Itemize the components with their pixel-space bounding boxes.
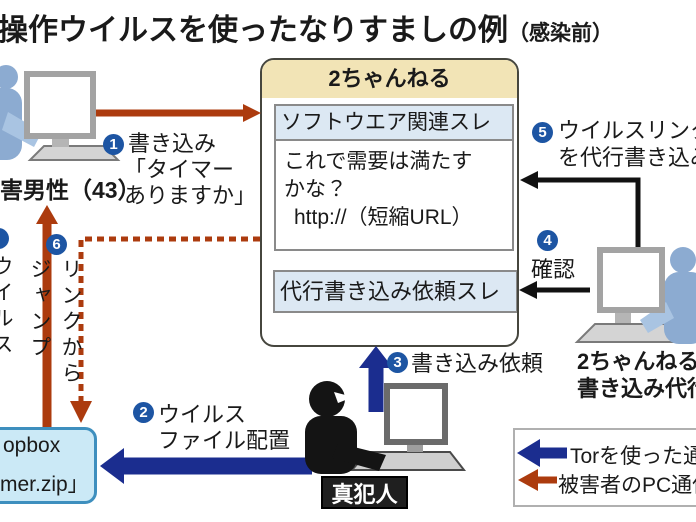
step1-number: 1 bbox=[103, 134, 124, 155]
proxy-label-line1: 2ちゃんねるの bbox=[577, 349, 696, 374]
victim-label: 害男性（43） bbox=[0, 177, 141, 203]
post-shortened-url: http://（短縮URL） bbox=[294, 206, 473, 229]
culprit-figure bbox=[305, 381, 467, 474]
step6-number: 6 bbox=[46, 234, 67, 255]
step3-number: 3 bbox=[387, 352, 408, 373]
culprit-monitor-icon bbox=[384, 383, 448, 445]
victim-monitor-icon bbox=[24, 71, 96, 139]
step3-label: 書き込み依頼 bbox=[411, 351, 544, 376]
culprit-computer-base bbox=[349, 451, 467, 471]
proxy-computer-base bbox=[574, 323, 680, 343]
left-edge-vertical-label: ウイルス bbox=[0, 255, 13, 359]
victim-person-arm bbox=[2, 112, 42, 147]
arrow-step4-confirm bbox=[519, 281, 590, 299]
board-2channel: 2ちゃんねる ソフトウエア関連スレ これで需要は満たす かな？ http://（… bbox=[260, 58, 519, 347]
proxy-monitor-stand bbox=[615, 310, 631, 323]
arrow-step1-post bbox=[95, 104, 261, 122]
step2-number: 2 bbox=[133, 402, 154, 423]
legend-victim-pc-label: 被害者のPC通信 bbox=[558, 474, 696, 497]
proxy-label-line2: 書き込み代行 bbox=[577, 376, 696, 401]
post-line: かな？ bbox=[284, 178, 347, 201]
step1-line1: 書き込み bbox=[128, 131, 217, 156]
title-suffix: （感染前） bbox=[508, 22, 613, 45]
proxy-person-head bbox=[670, 247, 696, 273]
step4-number: 4 bbox=[537, 230, 558, 251]
proxy-monitor-icon bbox=[597, 247, 665, 313]
thread-software-header: ソフトウエア関連スレ bbox=[276, 106, 512, 141]
step6-vertical-label: リンクから ジャンプ bbox=[28, 258, 82, 388]
storage-line1: opbox bbox=[3, 434, 61, 457]
proxy-person-body bbox=[664, 272, 696, 344]
proxy-figure bbox=[574, 247, 696, 344]
proxy-person-arm bbox=[640, 302, 674, 333]
title-main: 操作ウイルスを使ったなりすましの例 bbox=[0, 14, 508, 47]
step2-line1: ウイルス bbox=[158, 402, 247, 427]
storage-file-box bbox=[0, 427, 97, 504]
culprit-eye bbox=[334, 392, 353, 403]
page-title: 操作ウイルスを使ったなりすましの例（感染前） bbox=[0, 5, 613, 49]
step4-label: 確認 bbox=[531, 257, 576, 282]
step2-line2: ファイル配置 bbox=[158, 428, 291, 453]
step1-line2: 「タイマー bbox=[124, 157, 235, 182]
step1-line3: ありますか」 bbox=[124, 183, 257, 208]
arrow-step6-jump-dashed bbox=[70, 236, 260, 423]
step5-line2: を代行書き込み bbox=[558, 145, 696, 170]
culprit-person-head bbox=[309, 381, 345, 417]
victim-person-head bbox=[0, 65, 18, 89]
victim-figure bbox=[0, 65, 121, 161]
step5-number: 5 bbox=[532, 122, 553, 143]
step5-line1: ウイルスリンク bbox=[558, 118, 696, 143]
culprit-label: 真犯人 bbox=[321, 476, 408, 509]
storage-line2: mer.zip」 bbox=[0, 473, 89, 496]
post-line: これで需要は満たす bbox=[284, 150, 473, 173]
legend-box bbox=[513, 428, 696, 507]
board-title: 2ちゃんねる bbox=[262, 60, 517, 98]
culprit-person-body bbox=[305, 416, 357, 474]
culprit-monitor-stand bbox=[407, 440, 423, 452]
thread-software: ソフトウエア関連スレ これで需要は満たす かな？ http://（短縮URL） bbox=[274, 104, 514, 251]
victim-person-body bbox=[0, 88, 22, 160]
culprit-person-arm bbox=[332, 443, 386, 471]
clipped-step-number bbox=[0, 228, 9, 249]
legend-tor-label: Torを使った通信 bbox=[570, 445, 696, 468]
thread-proxy-request: 代行書き込み依頼スレ bbox=[273, 270, 517, 313]
thread-software-post: これで需要は満たす かな？ http://（短縮URL） bbox=[276, 141, 512, 232]
victim-monitor-stand bbox=[52, 134, 69, 147]
